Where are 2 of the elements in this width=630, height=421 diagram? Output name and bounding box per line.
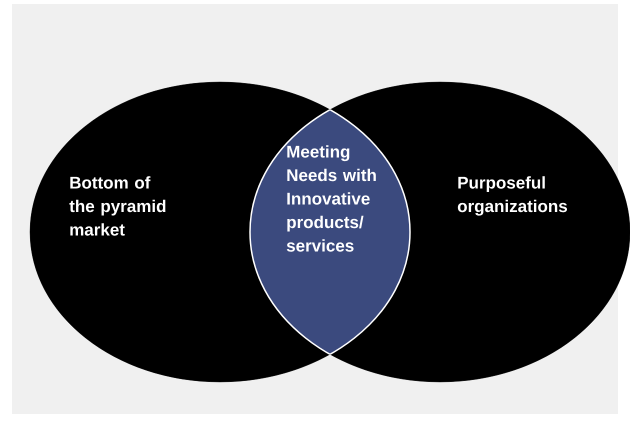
node-label: Purposeful organizations [458,176,568,216]
overlap-lens: Meeting Needs with Innovative products/ services [250,82,411,382]
